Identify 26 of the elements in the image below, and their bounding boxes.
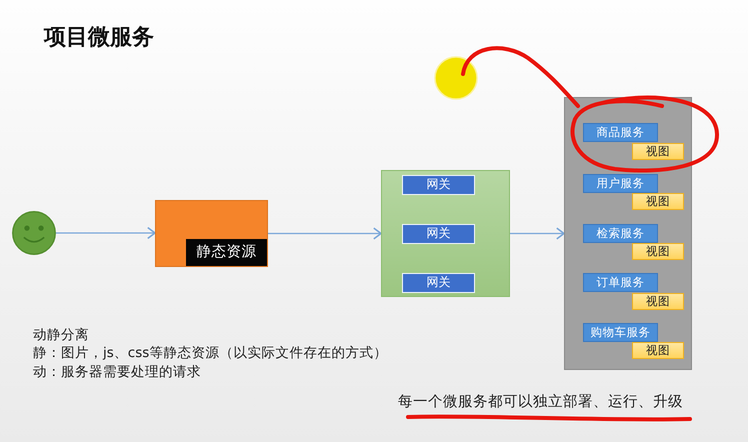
gateway-box: 网关 xyxy=(402,224,475,244)
service-box: 商品服务 xyxy=(583,123,658,142)
note-text: 每一个微服务都可以独立部署、运行、升级 xyxy=(398,394,683,412)
note-text: 动：服务器需要处理的请求 xyxy=(33,364,201,380)
arrow xyxy=(268,227,382,240)
gateway-box: 网关 xyxy=(402,273,475,293)
process-box xyxy=(155,200,268,267)
view-box: 视图 xyxy=(632,243,684,260)
service-box: 用户服务 xyxy=(583,174,658,193)
gateway-box: 网关 xyxy=(402,175,475,195)
service-box: 订单服务 xyxy=(583,273,658,292)
view-box: 视图 xyxy=(632,293,684,310)
smiley-icon xyxy=(12,211,56,255)
title: 项目微服务 xyxy=(44,25,154,52)
service-box: 购物车服务 xyxy=(583,323,658,342)
view-box: 视图 xyxy=(632,143,684,160)
arrow xyxy=(510,227,565,240)
view-box: 视图 xyxy=(632,193,684,210)
group-panel xyxy=(381,170,510,297)
note-text: 静：图片，js、css等静态资源（以实际文件存在的方式） xyxy=(33,345,388,362)
service-panel xyxy=(564,97,692,370)
arrow xyxy=(56,226,156,240)
note-text: 动静分离 xyxy=(33,327,89,344)
view-box: 视图 xyxy=(632,342,684,359)
service-box: 检索服务 xyxy=(583,224,658,243)
label-box: 静态资源 xyxy=(186,239,267,266)
